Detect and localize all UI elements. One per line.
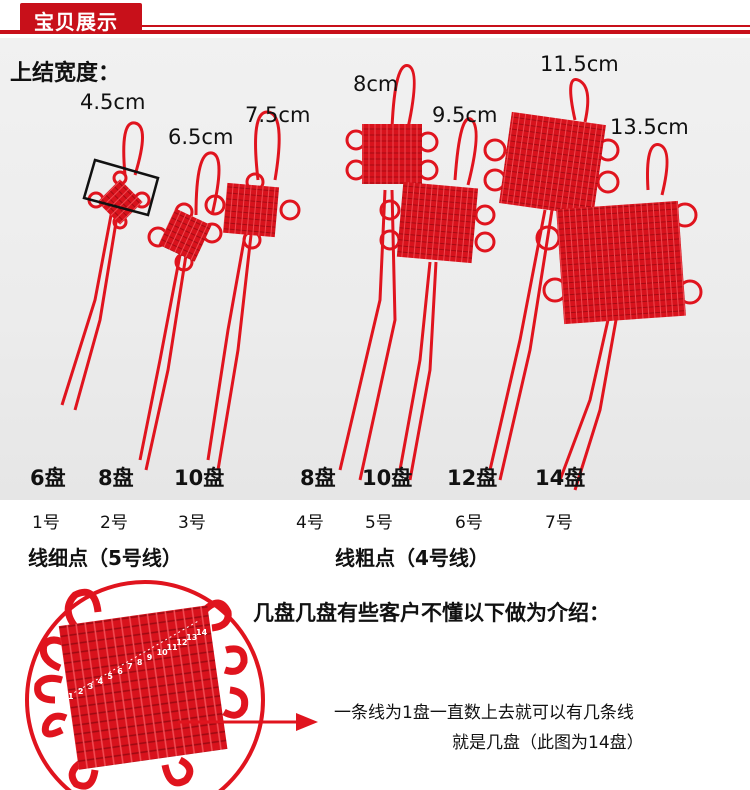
knot-3-body [222, 182, 280, 238]
count-label-1: 6盘 [30, 466, 66, 490]
header-tab: 宝贝展示 [20, 3, 142, 34]
zoom-count-line [69, 619, 201, 696]
zoom-digit: 4 [97, 677, 104, 687]
width-title: 上结宽度： [10, 61, 121, 86]
note-line-1: 一条线为1盘一直数上去就可以有几条线 [334, 703, 634, 723]
zoom-digit: 2 [77, 687, 84, 697]
number-label-7: 7号 [545, 513, 573, 533]
zoom-digit: 7 [127, 662, 133, 672]
zoom-knot [34, 588, 249, 790]
number-label-2: 2号 [100, 513, 128, 533]
size-label-3: 7.5cm [245, 103, 311, 127]
count-label-4: 8盘 [300, 466, 336, 490]
knot-4-body [362, 124, 422, 184]
zoom-digit: 9 [146, 652, 153, 662]
knot-1 [60, 121, 151, 411]
header-bar: 宝贝展示 [0, 0, 750, 38]
number-label-5: 5号 [365, 513, 393, 533]
header-title: 宝贝展示 [34, 10, 118, 34]
arrow [178, 713, 318, 731]
knot-1-body [97, 179, 143, 225]
count-label-7: 14盘 [535, 466, 586, 490]
knot-2-body [158, 208, 212, 262]
count-label-2: 8盘 [98, 466, 134, 490]
zoom-digit: 12 [176, 637, 188, 647]
zoom-digit: 11 [166, 642, 178, 652]
knot-6 [483, 78, 620, 481]
header-rule-thin [142, 25, 750, 27]
count-label-3: 10盘 [174, 466, 225, 490]
size-label-2: 6.5cm [168, 125, 234, 149]
zoom-digit: 5 [107, 672, 113, 682]
knot-7 [535, 143, 703, 491]
knot-5 [379, 117, 496, 481]
count-label-6: 12盘 [447, 466, 498, 490]
knot-3 [204, 110, 301, 471]
highlight-frame [82, 158, 160, 217]
zoom-digit: 8 [136, 657, 143, 667]
knot-7-body [556, 200, 686, 325]
knot-6-body [499, 111, 606, 217]
number-label-6: 6号 [455, 513, 483, 533]
size-label-6: 11.5cm [540, 52, 619, 76]
zoom-digit: 1 [68, 692, 74, 701]
zoom-digit: 6 [117, 667, 123, 677]
number-label-1: 1号 [32, 513, 60, 533]
knot-5-body [396, 181, 479, 264]
count-label-5: 10盘 [362, 466, 413, 490]
zoom-digit: 10 [156, 647, 168, 657]
number-label-3: 3号 [178, 513, 206, 533]
size-label-4: 8cm [353, 72, 399, 96]
knot-4 [338, 64, 439, 481]
size-label-1: 4.5cm [80, 90, 146, 114]
size-label-5: 9.5cm [432, 103, 498, 127]
header-rule [0, 30, 750, 34]
zoom-knot-body [58, 605, 228, 770]
group-label-thick: 线粗点（4号线） [335, 546, 489, 570]
zoom-digit: 3 [87, 682, 94, 692]
zoom-digit: 13 [186, 632, 198, 642]
intro-text: 几盘几盘有些客户不懂以下做为介绍： [253, 601, 610, 625]
group-label-thin: 线细点（5号线） [28, 546, 182, 570]
zoom-digit: 14 [196, 628, 208, 637]
size-label-7: 13.5cm [610, 115, 689, 139]
number-label-4: 4号 [296, 513, 324, 533]
note-line-2: 就是几盘（此图为14盘） [452, 733, 644, 753]
